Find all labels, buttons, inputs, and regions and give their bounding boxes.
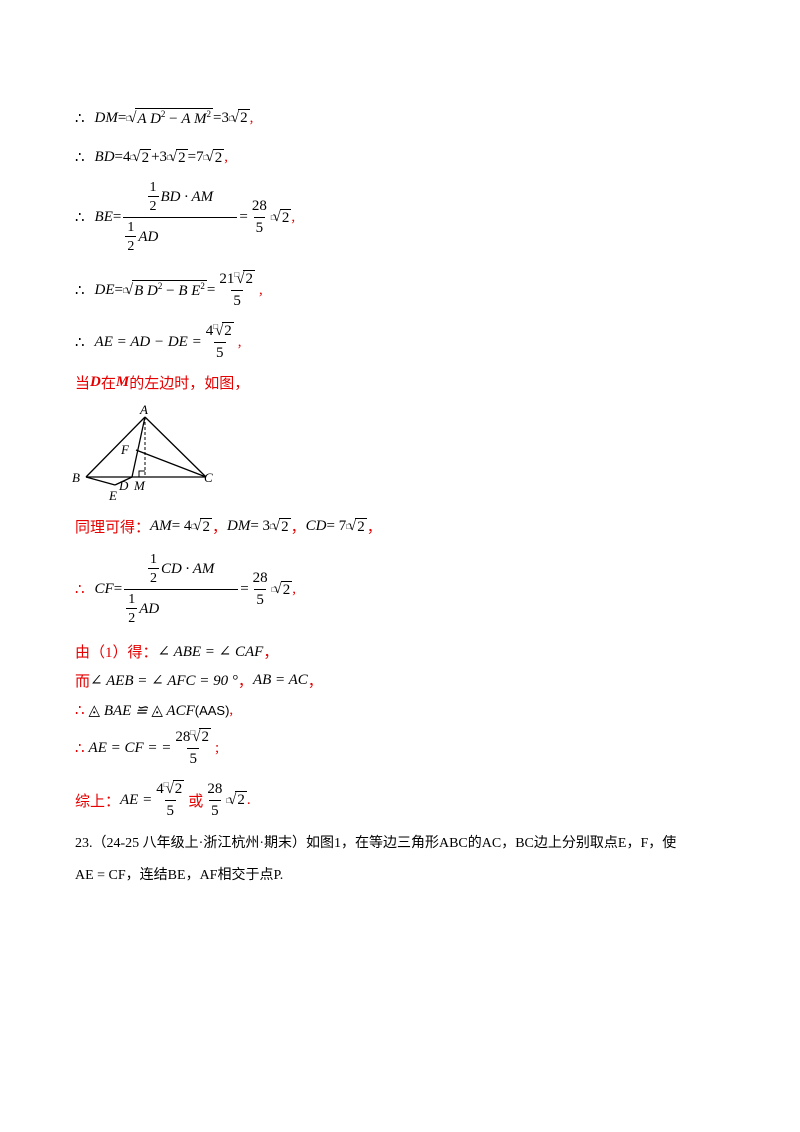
root: 2 (212, 148, 225, 166)
coef: =7 (187, 149, 204, 165)
end-mark: , (258, 281, 263, 298)
end-mark: , (291, 209, 296, 225)
line-ae: ∴ AE = AD − DE = 4□√2 5 , (75, 322, 242, 362)
root: 2 (176, 148, 188, 166)
lhs: BD (94, 149, 115, 165)
line-same: 同理可得： AM= 4□√2 ， DM= 3□√2 ， CD= 7□√2 ， (75, 517, 382, 536)
line-de: ∴ DE= □√ B D2 − B E2 = 21□√2 5 , (75, 270, 263, 309)
label-c: C (204, 470, 213, 485)
equals: = (206, 281, 216, 298)
therefore-symbol: ∴ (75, 210, 85, 226)
end-mark: , (249, 109, 254, 126)
therefore-symbol: ∴ (75, 150, 85, 166)
question-23-line1: 23.（24-25 八年级上·浙江杭州·期末）如图1，在等边三角形ABC的AC，… (75, 836, 677, 851)
label-b: B (72, 470, 80, 485)
coef: +3 (151, 149, 168, 165)
label-f: F (120, 442, 130, 457)
result-fraction: 4□√2 5 (205, 322, 234, 361)
line-congruent: ∴◬ BAE ≌ ◬ ACF(AAS), (75, 702, 234, 719)
radicand: B D2 − B E2 (132, 280, 207, 299)
end-mark: , (224, 149, 228, 165)
equals: = (112, 209, 122, 225)
root: 2 (139, 148, 152, 166)
radicand: A D2 − A M2 (135, 108, 214, 127)
therefore-symbol: ∴ (75, 110, 85, 127)
coef: =3 (213, 109, 229, 126)
label-a: A (139, 402, 148, 417)
label-m: M (133, 478, 146, 493)
equals: = (117, 109, 127, 126)
equals: = (114, 281, 124, 298)
lhs: DM (94, 109, 118, 126)
question-23-line2: AE = CF，连结BE，AF相交于点P. (75, 868, 284, 883)
line-and: 而∠ AEB = ∠ AFC = 90 °，AB = AC， (75, 672, 323, 690)
triangle-figure: A B C D E F M (72, 402, 213, 503)
result-fraction: 21□√2 5 (219, 270, 255, 309)
end-mark: , (237, 333, 242, 350)
label-d: D (118, 478, 129, 493)
therefore-symbol: ∴ (75, 282, 85, 299)
lhs: DE (94, 281, 115, 298)
root: 2 (238, 109, 250, 126)
coef: =4 (114, 149, 131, 165)
lhs: BE (94, 209, 113, 225)
line-bd: ∴ BD =4 □√2 +3 □√2 =7 □√2 , (75, 148, 228, 166)
expression: AE = AD − DE = (94, 333, 202, 350)
label-e: E (108, 488, 117, 503)
line-from1: 由（1）得：∠ ABE = ∠ CAF， (75, 644, 279, 661)
equals: = (239, 209, 248, 225)
line-dm: ∴ DM = □√ A D2 − A M2 =3 □√2 , (75, 108, 254, 127)
therefore-symbol: ∴ (75, 334, 85, 351)
root: 2 (279, 208, 292, 226)
